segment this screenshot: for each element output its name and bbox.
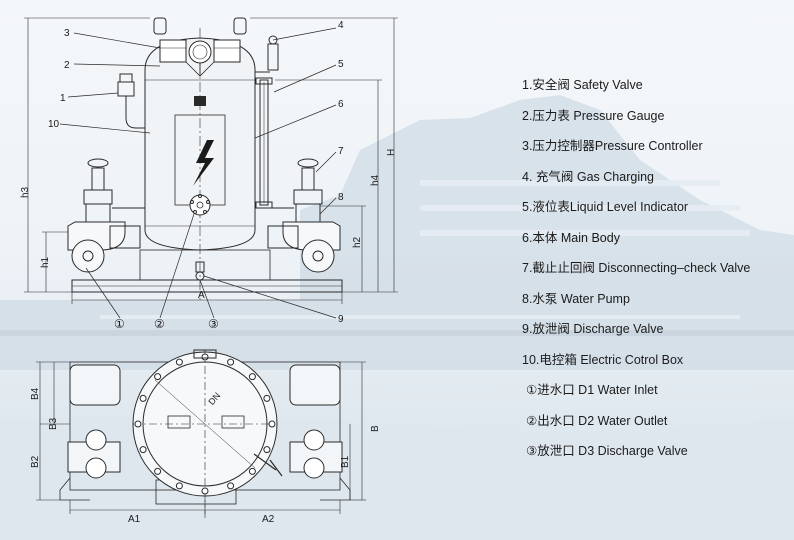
legend-item-gas-charging: 4. 充气阀 Gas Charging [522, 169, 654, 184]
flange-bolt [268, 420, 276, 428]
flange-bolt [134, 420, 142, 428]
top-view: DN B4 B3 B2 B B1 A1 A2 [30, 349, 381, 525]
flange-bolt [139, 394, 147, 402]
flange-bolt [248, 373, 256, 381]
flange-bolt [139, 446, 147, 454]
legend-item-water-inlet: ①进水口 D1 Water Inlet [526, 383, 658, 397]
flange-bolts [134, 353, 276, 495]
callout-7: 7 [338, 146, 344, 157]
legend: 1.安全阀 Safety Valve 2.压力表 Pressure Gauge … [522, 70, 790, 467]
legend-item-check-valve: 7.截止止回阀 Disconnecting–check Valve [522, 261, 751, 275]
gas-charging-valve [255, 35, 279, 73]
dim-B4: B4 [30, 387, 41, 400]
flange-bolt [227, 482, 235, 490]
dim-B3: B3 [48, 417, 59, 430]
flange-bolt [175, 482, 183, 490]
dim-h1: h1 [40, 256, 51, 268]
callout-3: 3 [64, 28, 70, 39]
lifting-lug-right [233, 17, 247, 35]
legend-item-water-pump: 8.水泵 Water Pump [522, 291, 630, 306]
dim-B2: B2 [30, 455, 41, 468]
legend-item-control-box: 10.电控箱 Electric Cotrol Box [522, 352, 684, 367]
legend-item-discharge-valve: 9.放泄阀 Discharge Valve [522, 322, 664, 336]
flange-bolt [154, 373, 162, 381]
electric-control-box [174, 114, 226, 216]
dim-A2: A2 [262, 514, 275, 525]
legend-item-liquid-level-indicator: 5.液位表Liquid Level Indicator [522, 200, 689, 214]
callout-10: 10 [48, 119, 60, 130]
callout-8: 8 [338, 192, 344, 203]
safety-valve [117, 73, 145, 129]
water-pump-left [67, 221, 141, 273]
water-pump-right [267, 221, 341, 273]
port-marker-2: ② [154, 317, 165, 331]
flange-bolt [263, 394, 271, 402]
check-valve-right [255, 158, 323, 225]
dim-A: A [198, 290, 205, 301]
callout-4: 4 [338, 20, 344, 31]
dim-h2: h2 [352, 236, 363, 248]
callout-9: 9 [338, 314, 344, 325]
legend-item-water-outlet: ②出水口 D2 Water Outlet [526, 413, 668, 428]
port-marker-1: ① [114, 317, 125, 331]
check-valve-left [83, 158, 145, 225]
dim-B: B [370, 425, 381, 432]
flange-bolt [263, 446, 271, 454]
flange-bolt [227, 358, 235, 366]
legend-item-safety-valve: 1.安全阀 Safety Valve [522, 78, 643, 92]
pressure-controller [159, 39, 241, 63]
flange-bolt [248, 467, 256, 475]
front-view: 3 2 1 10 4 5 6 7 8 9 ① ② ③ [20, 17, 398, 331]
flange-bolt [154, 467, 162, 475]
pressure-gauge [185, 40, 215, 77]
dim-A1: A1 [128, 514, 141, 525]
legend-item-pressure-gauge: 2.压力表 Pressure Gauge [522, 108, 665, 123]
liquid-level-indicator [255, 77, 273, 209]
flange-bolt [201, 353, 209, 361]
top-flange [132, 350, 278, 520]
legend-item-pressure-controller: 3.压力控制器Pressure Controller [522, 139, 703, 153]
dim-H: H [386, 149, 397, 156]
dim-h3: h3 [20, 186, 31, 198]
lifting-lug-left [153, 17, 167, 35]
legend-item-discharge-port: ③放泄口 D3 Discharge Valve [526, 444, 688, 458]
flange-bolt [201, 487, 209, 495]
callout-2: 2 [64, 60, 70, 71]
callout-5: 5 [338, 59, 344, 70]
lightning-bolt-icon [193, 140, 214, 186]
dim-B1: B1 [340, 455, 351, 468]
dim-h4: h4 [370, 174, 381, 186]
callout-6: 6 [338, 99, 344, 110]
legend-item-main-body: 6.本体 Main Body [522, 230, 620, 245]
flange-bolt [175, 358, 183, 366]
callout-1: 1 [60, 93, 66, 104]
port-marker-3: ③ [208, 317, 219, 331]
